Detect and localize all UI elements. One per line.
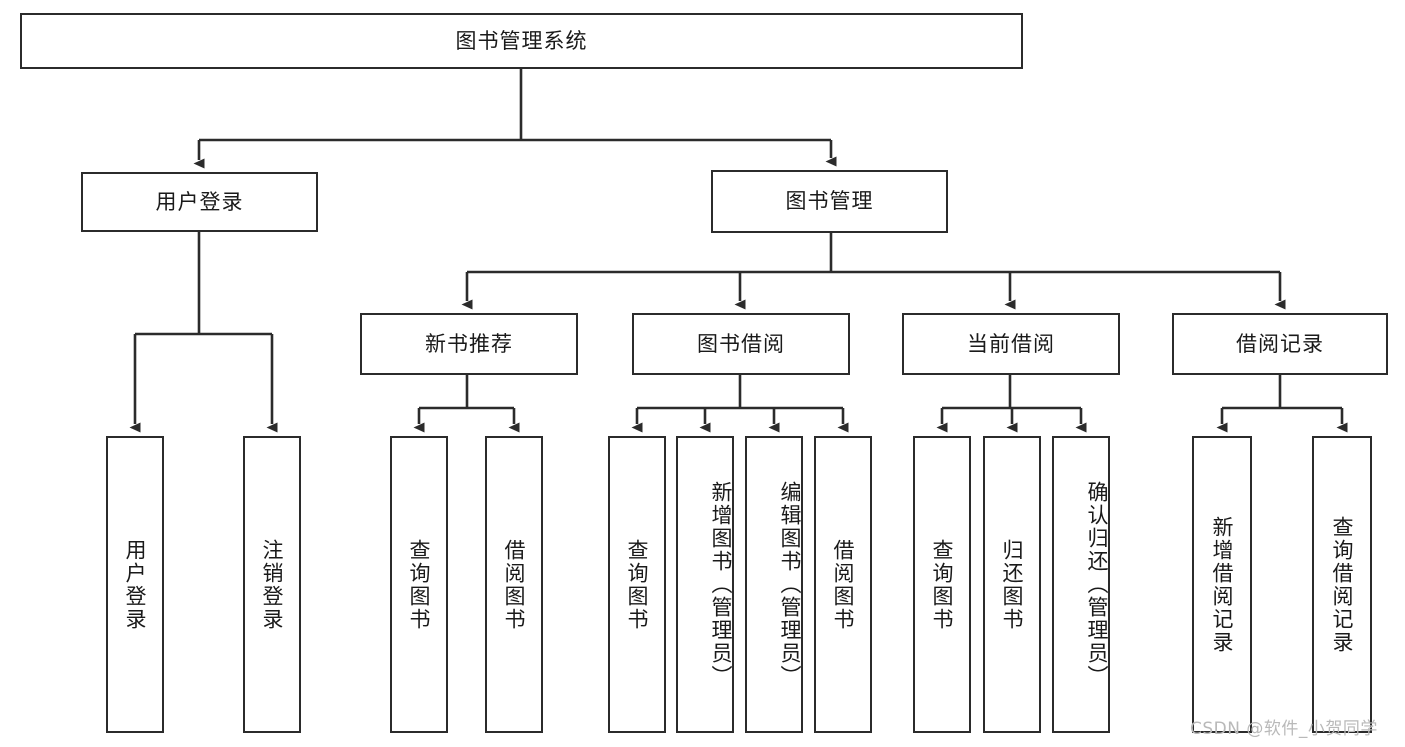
node-leaf-edit-book-admin[interactable]: 编辑图书（管理员） xyxy=(745,436,803,733)
node-leaf-logout-login[interactable]: 注销登录 xyxy=(243,436,301,733)
node-leaf-borrow-book-2[interactable]: 借阅图书 xyxy=(814,436,872,733)
node-leaf-query-book-3[interactable]: 查询图书 xyxy=(913,436,971,733)
node-leaf-query-book-2[interactable]: 查询图书 xyxy=(608,436,666,733)
node-new-book-recommend[interactable]: 新书推荐 xyxy=(360,313,578,375)
node-leaf-query-book-1[interactable]: 查询图书 xyxy=(390,436,448,733)
node-leaf-user-login[interactable]: 用户登录 xyxy=(106,436,164,733)
node-book-borrow[interactable]: 图书借阅 xyxy=(632,313,850,375)
watermark-label: CSDN @软件_小贺同学 xyxy=(1190,719,1378,739)
node-leaf-confirm-return[interactable]: 确认归还（管理员） xyxy=(1052,436,1110,733)
node-leaf-query-record[interactable]: 查询借阅记录 xyxy=(1312,436,1372,733)
node-leaf-return-book[interactable]: 归还图书 xyxy=(983,436,1041,733)
node-borrow-record[interactable]: 借阅记录 xyxy=(1172,313,1388,375)
node-leaf-borrow-book-1[interactable]: 借阅图书 xyxy=(485,436,543,733)
node-current-borrow[interactable]: 当前借阅 xyxy=(902,313,1120,375)
node-leaf-add-book-admin[interactable]: 新增图书（管理员） xyxy=(676,436,734,733)
node-root[interactable]: 图书管理系统 xyxy=(20,13,1023,69)
node-book-manage[interactable]: 图书管理 xyxy=(711,170,948,233)
node-leaf-add-record[interactable]: 新增借阅记录 xyxy=(1192,436,1252,733)
node-user-login[interactable]: 用户登录 xyxy=(81,172,318,232)
